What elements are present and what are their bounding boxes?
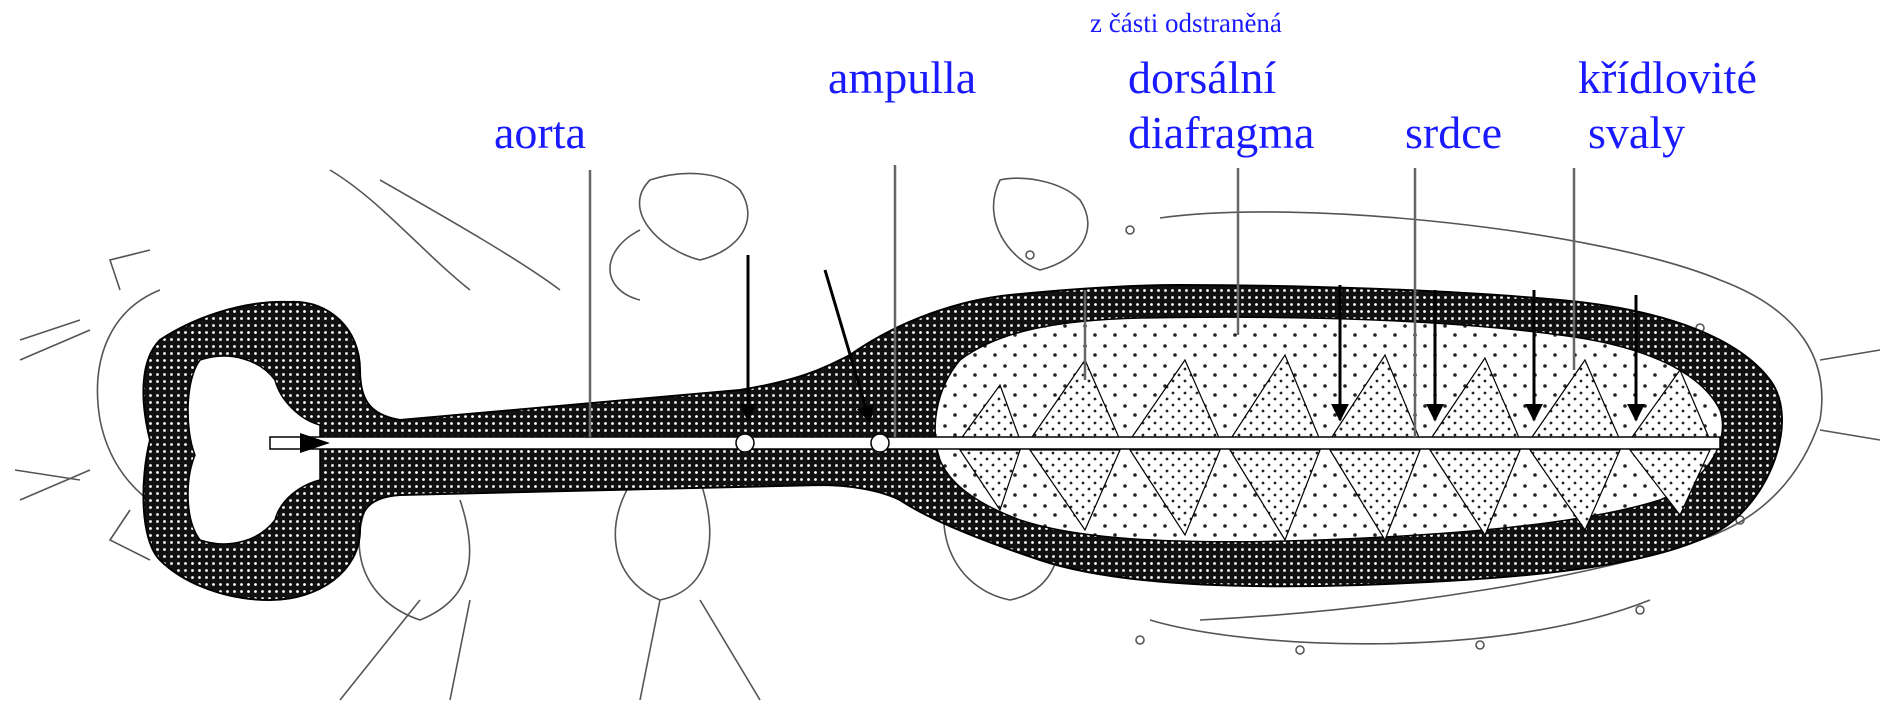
label-heart: srdce <box>1405 110 1502 156</box>
label-ampulla: ampulla <box>828 55 976 101</box>
label-wing-muscles-2: svaly <box>1588 110 1685 156</box>
label-partially-removed: z části odstraněná <box>1090 10 1282 37</box>
label-dorsal: dorsální <box>1128 55 1276 101</box>
label-aorta: aorta <box>494 110 586 156</box>
label-diaphragm: diafragma <box>1128 110 1314 156</box>
label-wing-muscles-1: křídlovité <box>1578 55 1757 101</box>
